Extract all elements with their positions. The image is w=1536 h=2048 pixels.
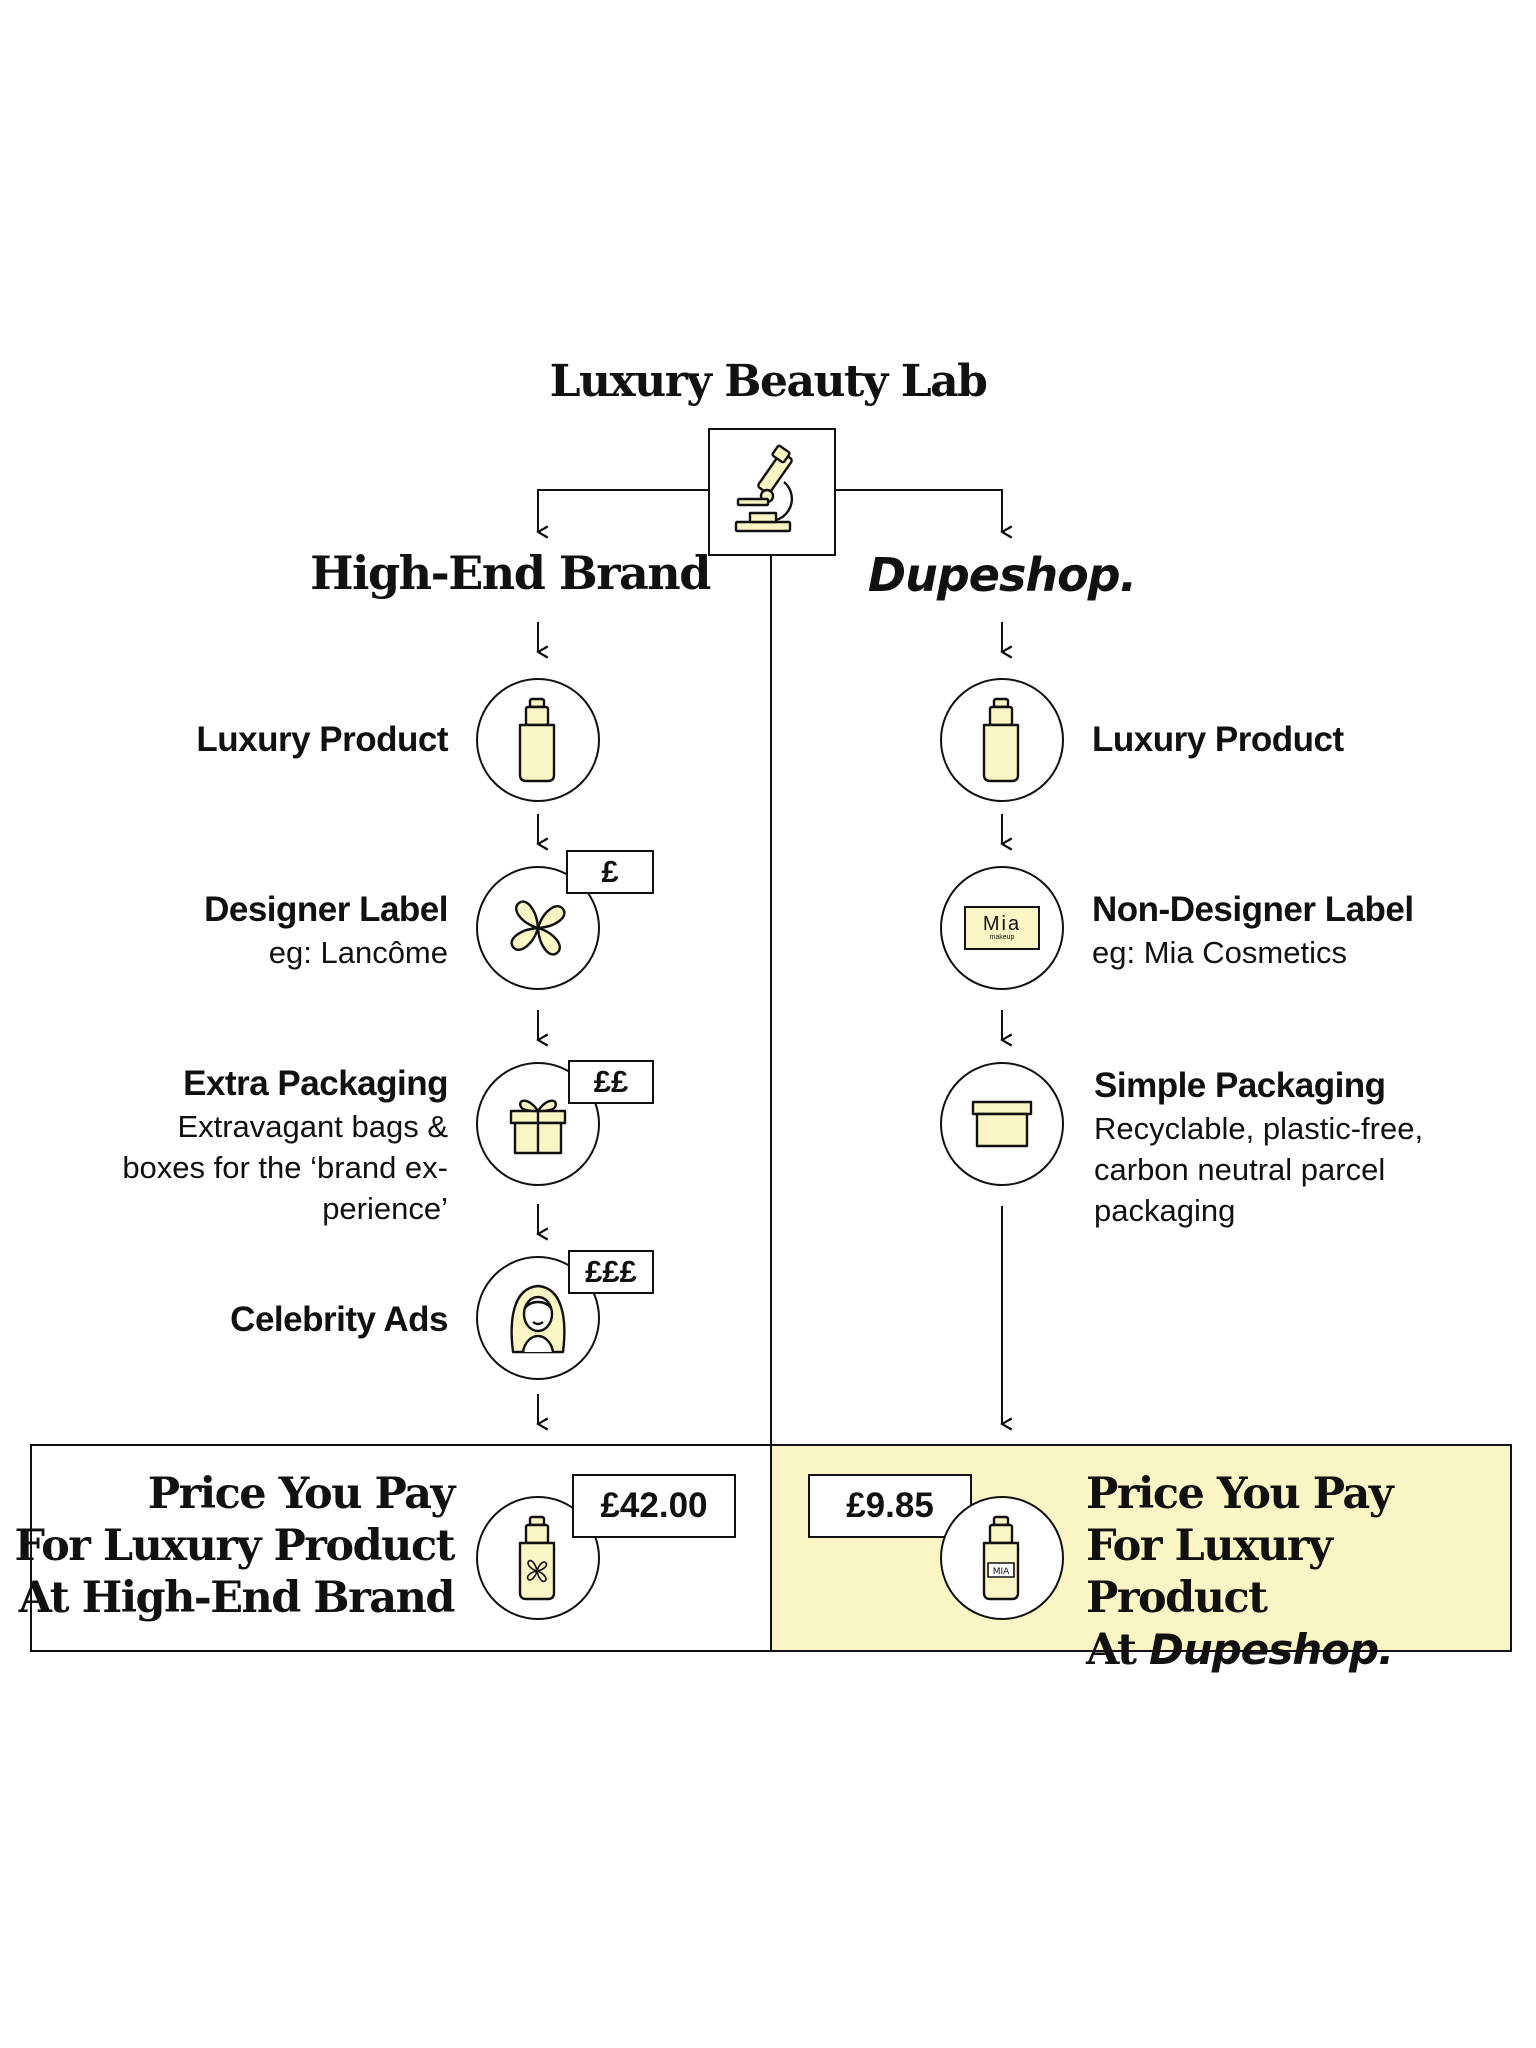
high-end-step-1-circle (476, 678, 600, 802)
high-end-result-circle (476, 1496, 600, 1620)
mia-label-icon: Mia makeup (964, 906, 1040, 950)
high-end-step-name: Extra Packaging (183, 1064, 448, 1103)
dupeshop-result-line: At (1086, 1625, 1137, 1675)
high-end-price-tag: £42.00 (572, 1474, 736, 1538)
mia-label-text: Mia (982, 913, 1022, 935)
dupeshop-price-tag: £9.85 (808, 1474, 972, 1538)
dupeshop-step-name: Non-Designer Label (1092, 890, 1414, 929)
branch-line-right (834, 489, 1002, 532)
high-end-step-name: Luxury Product (196, 720, 448, 759)
high-end-step-name: Designer Label (204, 890, 448, 929)
dupeshop-result-circle: MIA (940, 1496, 1064, 1620)
high-end-result-line: For Luxury Product (14, 1521, 455, 1571)
high-end-title: High-End Brand (310, 546, 711, 600)
page-title: Luxury Beauty Lab (549, 356, 988, 407)
mia-bottle-icon: MIA (982, 1515, 1020, 1601)
microscope-icon (734, 444, 794, 533)
high-end-step-4-circle (476, 1256, 600, 1380)
high-end-result-line: Price You Pay (147, 1469, 456, 1519)
dupeshop-step-2-circle: Mia makeup (940, 866, 1064, 990)
dupeshop-step-name: Luxury Product (1092, 720, 1344, 759)
parcel-box-icon (971, 1100, 1033, 1148)
flower-logo-icon (510, 900, 566, 956)
dupeshop-result-line: For Luxury Product (1086, 1521, 1333, 1623)
celebrity-icon (510, 1284, 566, 1354)
dupeshop-step-name: Simple Packaging (1094, 1066, 1386, 1105)
gift-box-icon (509, 1099, 567, 1155)
dupeshop-step-desc-line: Recyclable, plastic-free, (1094, 1111, 1424, 1146)
dupeshop-step-desc-line: carbon neutral parcel (1094, 1152, 1386, 1187)
dupeshop-step-3-circle (940, 1062, 1064, 1186)
high-end-result-line: At High-End Brand (18, 1573, 456, 1623)
dupeshop-step-1-circle (940, 678, 1064, 802)
dupeshop-result-line: Price You Pay (1086, 1469, 1394, 1519)
high-end-step-desc-line: Extravagant bags & (177, 1109, 448, 1144)
mia-bottle-label: MIA (993, 1567, 1010, 1577)
high-end-step-desc-line: boxes for the ‘brand ex- (122, 1150, 448, 1185)
lab-box (708, 428, 836, 556)
bottle-icon (518, 697, 556, 783)
high-end-step-name: Celebrity Ads (230, 1300, 448, 1339)
cost-tag-2: ££ (568, 1060, 654, 1104)
dupeshop-step-desc-line: packaging (1094, 1193, 1236, 1228)
branded-bottle-icon (518, 1515, 556, 1601)
cost-tag-1: £ (566, 850, 654, 894)
dupeshop-result-brand: Dupeshop. (1148, 1625, 1394, 1674)
branch-line-left (538, 489, 710, 532)
dupeshop-title: Dupeshop. (867, 548, 1137, 602)
high-end-step-desc: eg: Lancôme (268, 935, 448, 970)
bottle-icon (982, 697, 1020, 783)
cost-tag-3: £££ (568, 1250, 654, 1294)
high-end-step-desc-line: perience’ (322, 1191, 448, 1226)
mia-label-subtext: makeup (989, 934, 1015, 941)
dupeshop-step-desc: eg: Mia Cosmetics (1092, 935, 1347, 970)
